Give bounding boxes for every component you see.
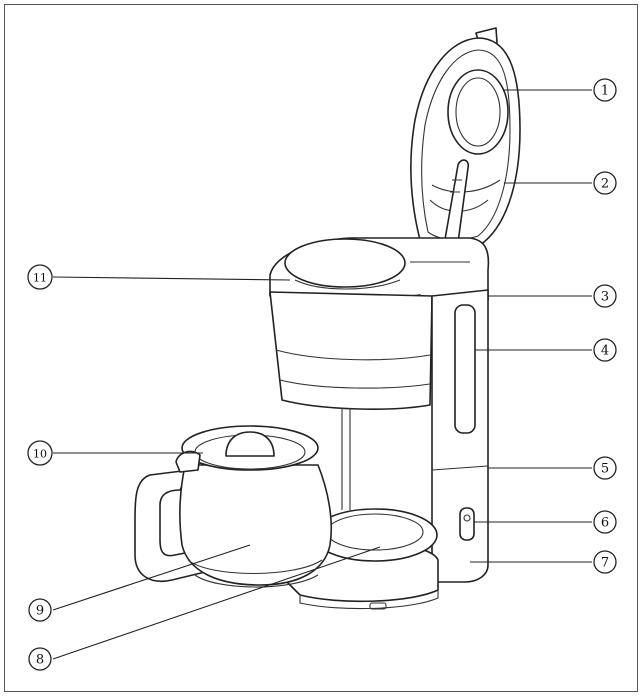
main-body xyxy=(431,289,489,583)
callout-9: 9 xyxy=(28,598,52,622)
callout-2-label: 2 xyxy=(601,177,609,192)
callout-1: 1 xyxy=(593,78,617,102)
diagram-border xyxy=(4,4,638,692)
callout-8: 8 xyxy=(28,647,52,671)
callout-11-label: 11 xyxy=(33,272,47,285)
water-tank xyxy=(269,237,490,306)
callout-10-label: 10 xyxy=(33,448,47,461)
callout-8-label: 8 xyxy=(36,653,44,668)
leader-lines xyxy=(52,89,592,660)
callout-10: 10 xyxy=(27,440,53,466)
lid-assembly xyxy=(410,27,521,251)
callout-7-label: 7 xyxy=(601,556,609,571)
callout-6-label: 6 xyxy=(601,516,609,531)
callout-9-label: 9 xyxy=(36,604,44,619)
callout-6: 6 xyxy=(593,510,617,534)
callouts: 1 2 3 4 5 6 7 xyxy=(27,78,617,671)
filter-holder xyxy=(269,291,433,510)
callout-3-label: 3 xyxy=(601,290,609,305)
callout-2: 2 xyxy=(593,171,617,195)
callout-7: 7 xyxy=(593,550,617,574)
callout-3: 3 xyxy=(593,284,617,308)
callout-5: 5 xyxy=(593,456,617,480)
carafe xyxy=(134,425,333,588)
callout-11: 11 xyxy=(27,264,53,290)
callout-4: 4 xyxy=(593,338,617,362)
callout-5-label: 5 xyxy=(601,462,609,477)
callout-1-label: 1 xyxy=(601,84,609,99)
callout-4-label: 4 xyxy=(601,344,609,359)
